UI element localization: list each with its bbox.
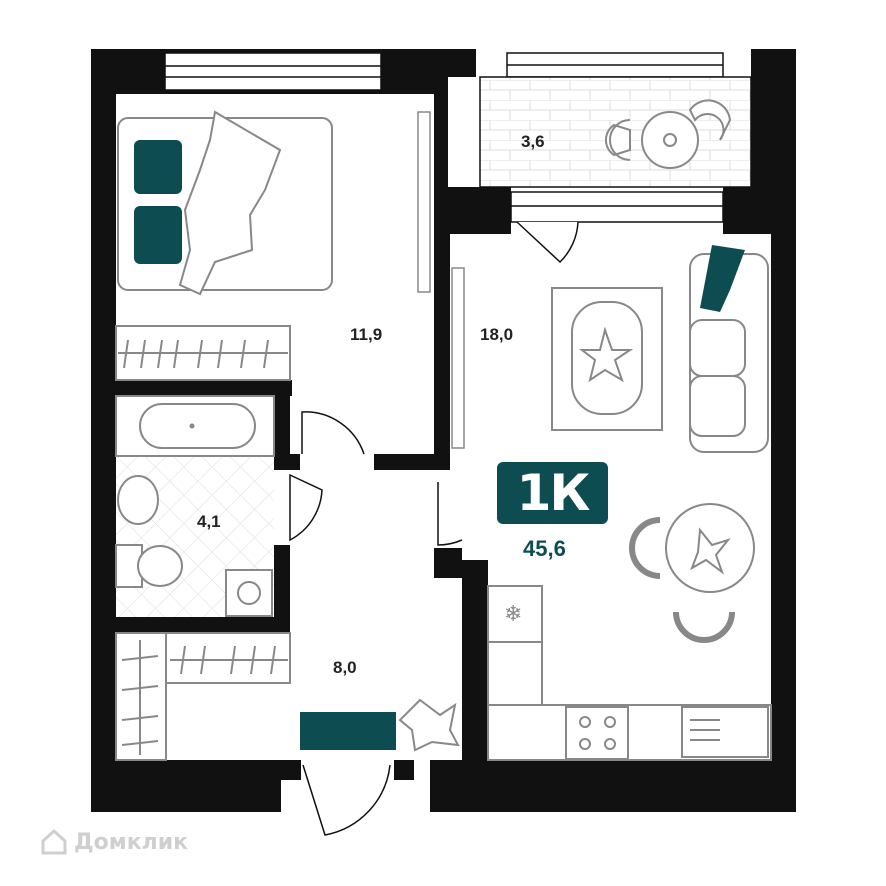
total-area: 45,6 <box>523 536 566 561</box>
walls <box>91 49 796 812</box>
area-label-bedroom: 11,9 <box>350 325 383 344</box>
sofa-throw <box>700 245 745 312</box>
bathroom <box>115 395 275 617</box>
house-logo-icon <box>41 828 67 855</box>
pillow-top <box>134 140 182 194</box>
hall-top-wall-a <box>274 454 300 470</box>
coffee-table-plant <box>579 326 634 383</box>
area-label-hallway: 8,0 <box>333 658 357 677</box>
bedroom-tv-unit <box>417 111 431 293</box>
entry-rug <box>300 712 396 750</box>
kitchen-partition-low <box>434 548 462 578</box>
sink <box>117 475 159 525</box>
sofa-cushion-b <box>689 375 746 437</box>
bedroom-hangers <box>118 339 288 369</box>
area-label-living-kitchen: 18,0 <box>480 325 514 344</box>
bedroom-window <box>164 52 382 91</box>
burner-4 <box>604 738 616 750</box>
right-wall <box>771 232 796 812</box>
dining-chair-bottom <box>673 611 735 643</box>
wardrobe-partition <box>116 617 290 633</box>
bathroom-door <box>289 473 323 542</box>
entry-door <box>302 764 391 836</box>
blanket <box>178 110 282 296</box>
fridge <box>487 585 543 643</box>
toilet-bowl <box>137 545 183 587</box>
watermark: Домклик <box>40 828 188 856</box>
entry-plant <box>398 698 460 752</box>
bath-partition-lower <box>274 545 290 635</box>
bedroom-door <box>301 411 365 455</box>
kitchen-sink <box>681 706 769 758</box>
balcony-chair-right <box>688 99 732 141</box>
bottom-wall-left <box>91 760 281 812</box>
balcony-right-post <box>723 187 771 234</box>
balcony-chair-left <box>605 119 631 161</box>
windows <box>164 52 724 223</box>
bedroom-partition <box>116 380 292 396</box>
sofa-cushion-a <box>689 319 746 377</box>
bottom-wall-right <box>430 760 796 812</box>
dining-plant <box>690 527 731 575</box>
entry-jamb-right <box>394 760 414 780</box>
balcony-table <box>641 111 699 169</box>
balcony-table-center <box>663 133 677 147</box>
living-furniture <box>551 245 769 643</box>
washer-drum <box>237 581 261 605</box>
left-wall <box>91 384 116 812</box>
area-label-bathroom: 4,1 <box>197 512 221 531</box>
apartment-type-badge: 1К <box>497 462 608 524</box>
hall-top-wall-b <box>374 454 448 470</box>
balcony-door-frame <box>510 191 724 223</box>
doors <box>289 221 579 836</box>
washing-machine <box>225 569 273 617</box>
living-tv-unit <box>451 267 465 449</box>
dining-chair-left <box>629 517 661 579</box>
entry-jamb-left <box>281 760 301 780</box>
burner-3 <box>579 738 591 750</box>
balcony <box>479 76 752 188</box>
bathtub-drain <box>189 423 195 429</box>
burner-2 <box>604 716 616 728</box>
balcony-door <box>516 221 579 264</box>
area-label-balcony: 3,6 <box>521 132 545 151</box>
kitchen-partition <box>434 232 450 470</box>
bath-partition-right <box>274 394 290 469</box>
snowflake-icon: ❄ <box>504 601 522 626</box>
balcony-left-post <box>448 187 511 234</box>
pillow-bottom <box>134 206 182 264</box>
bathtub-inner <box>139 403 256 449</box>
living-door <box>437 482 463 546</box>
stove <box>565 706 629 760</box>
outer-wall <box>91 49 476 384</box>
bed <box>117 110 333 296</box>
watermark-text: Домклик <box>74 829 189 855</box>
burner-1 <box>579 716 591 728</box>
kitchen-partition-b <box>462 560 488 760</box>
kitchen: ❄ <box>487 585 772 761</box>
hall-hangers <box>121 640 288 755</box>
